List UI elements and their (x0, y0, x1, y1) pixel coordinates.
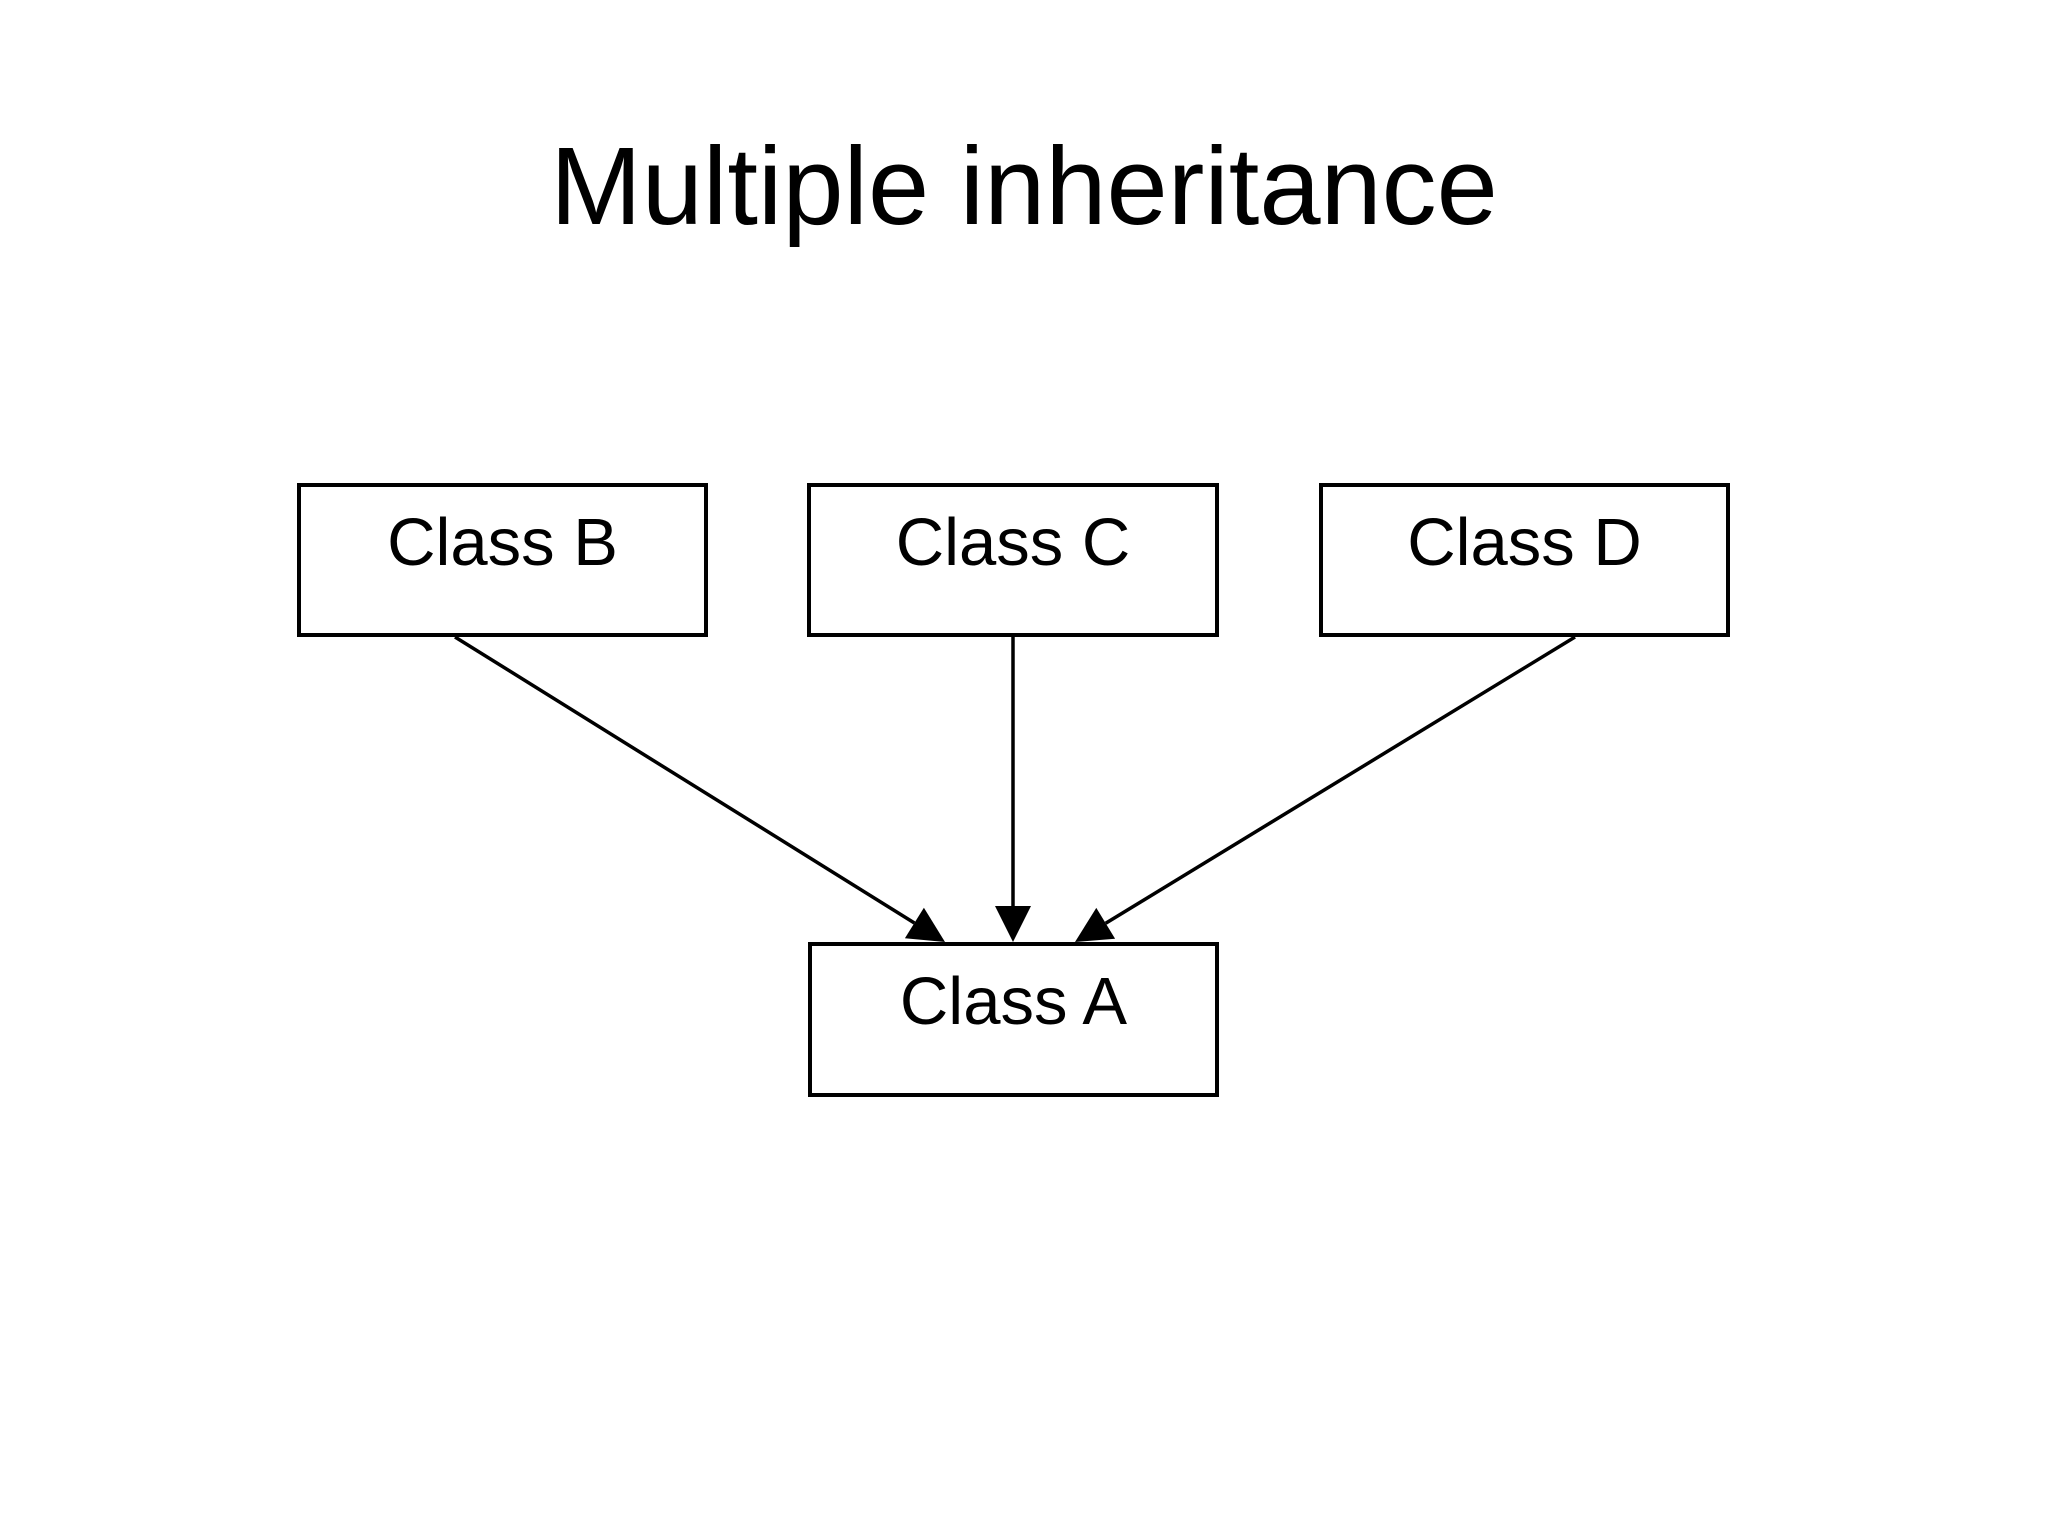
edge-class-c-to-class-a (995, 637, 1031, 942)
arrowhead-icon (1075, 907, 1116, 942)
edge-class-d-to-class-a (1075, 635, 1576, 942)
node-class-d: Class D (1319, 483, 1730, 637)
node-class-c: Class C (807, 483, 1219, 637)
node-class-a-label: Class A (899, 964, 1128, 1039)
node-class-b: Class B (297, 483, 708, 637)
slide-title: Multiple inheritance (550, 125, 1498, 248)
arrowhead-icon (904, 907, 945, 942)
node-class-c-label: Class C (895, 505, 1131, 580)
edge-line-b-to-a (454, 635, 916, 925)
node-class-d-label: Class D (1407, 505, 1642, 580)
node-class-b-label: Class B (387, 505, 618, 580)
node-class-a: Class A (808, 942, 1219, 1097)
arrowhead-icon (995, 906, 1031, 942)
edge-line-d-to-a (1104, 635, 1576, 925)
edge-class-b-to-class-a (454, 635, 945, 942)
